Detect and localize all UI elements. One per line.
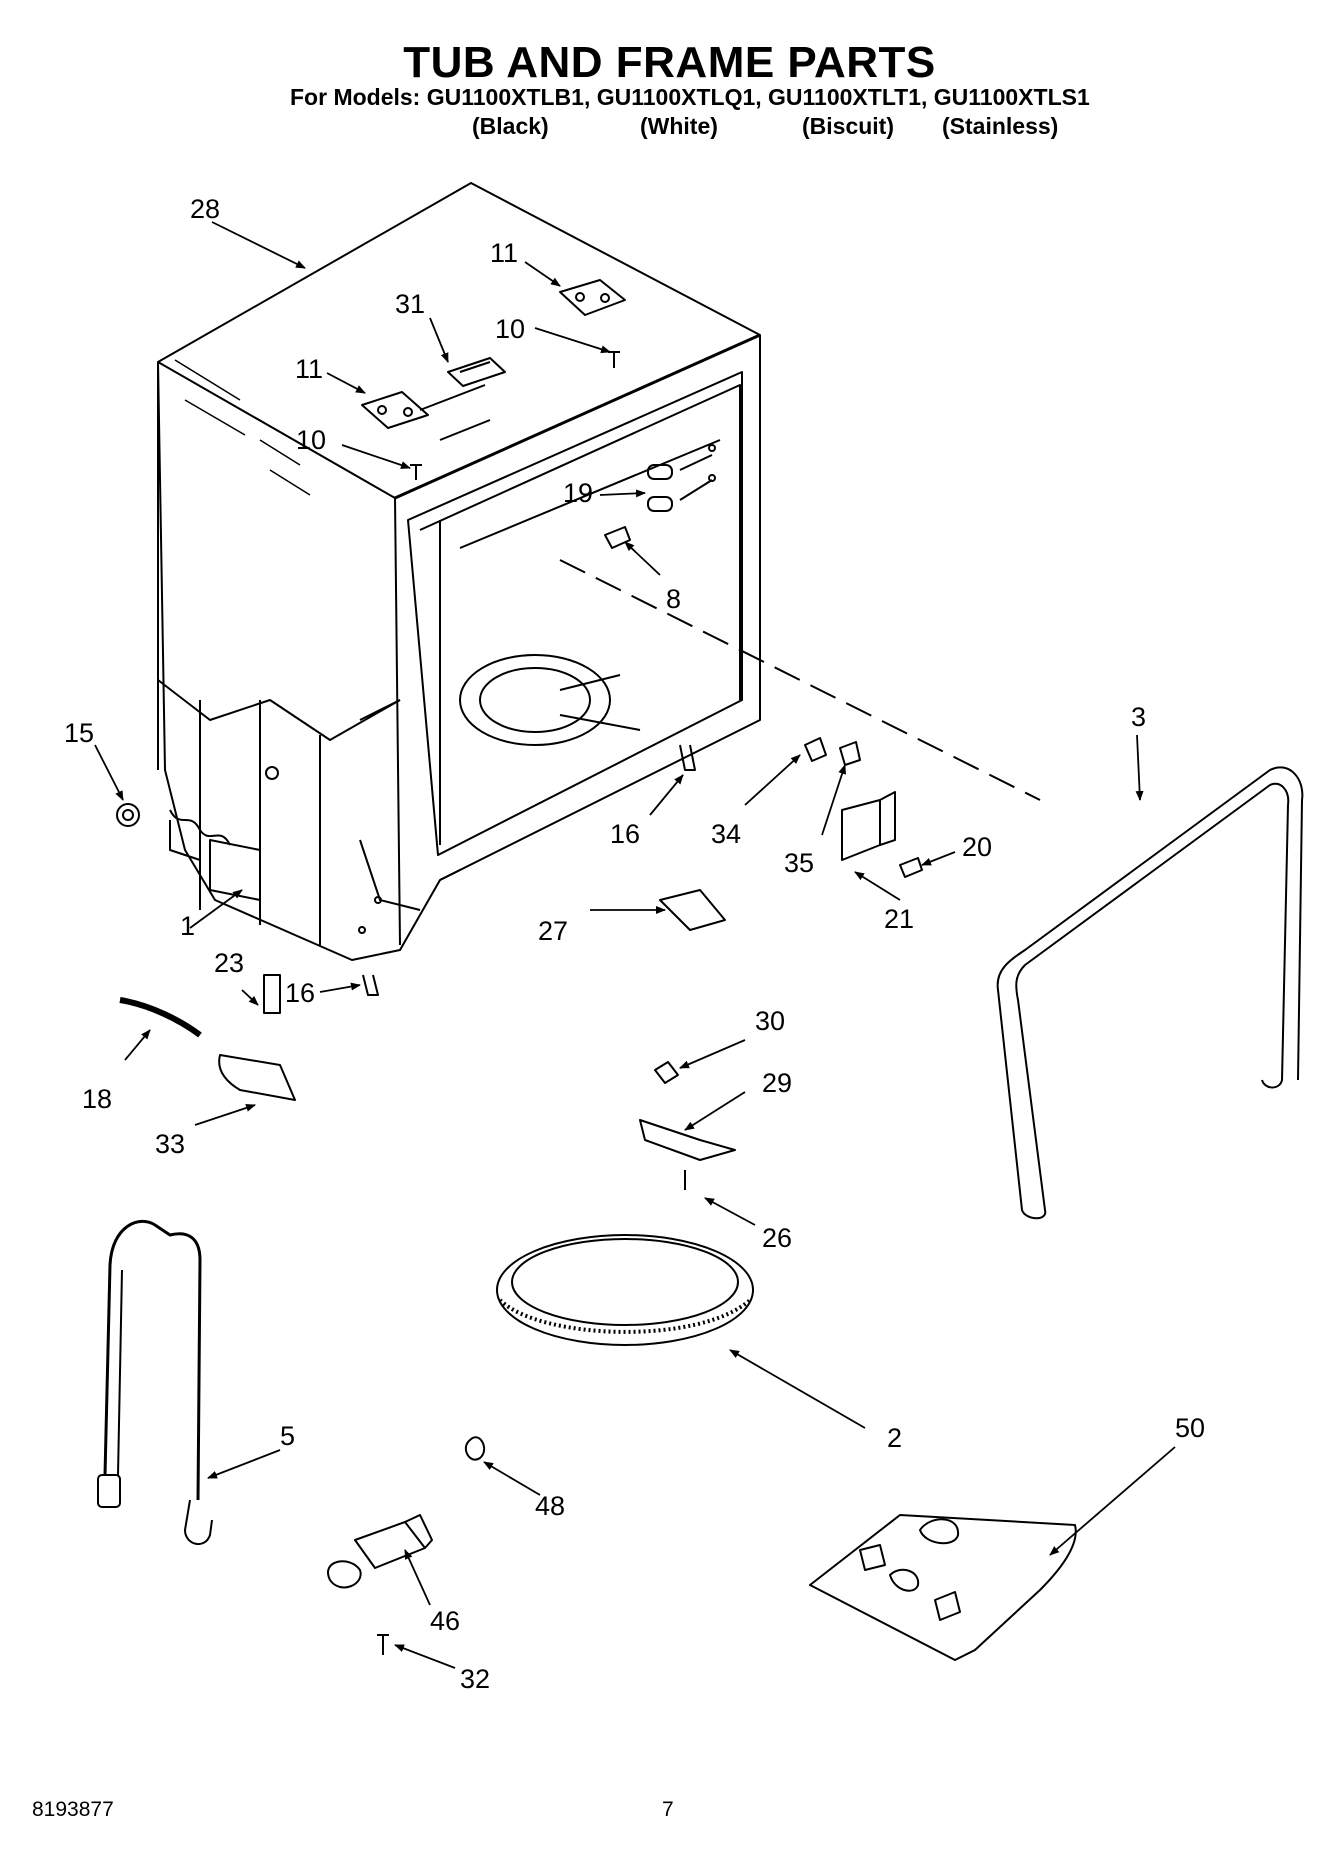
callout-11-upper: 11: [490, 238, 518, 268]
screw-20: [899, 857, 923, 878]
switch-30: [654, 1061, 679, 1084]
leveling-legs: [647, 444, 716, 512]
screw-35: [839, 741, 861, 766]
callout-29: 29: [762, 1068, 792, 1098]
screw-lower: [410, 464, 422, 480]
color-label-white: (White): [640, 113, 718, 139]
document-number: 8193877: [32, 1798, 114, 1821]
grommet-15: [116, 803, 140, 827]
callout-15: 15: [64, 718, 94, 748]
callout-16-upper: 16: [610, 819, 640, 849]
callout-19: 19: [563, 478, 593, 508]
callout-5: 5: [280, 1421, 295, 1451]
callout-26: 26: [762, 1223, 792, 1253]
alignment-line: [559, 559, 1041, 801]
models-line: For Models: GU1100XTLB1, GU1100XTLQ1, GU…: [290, 84, 1090, 110]
screw-32: [377, 1634, 389, 1655]
callout-50: 50: [1175, 1413, 1205, 1443]
wire-harness-5: [97, 1219, 213, 1545]
callout-48: 48: [535, 1491, 565, 1521]
callout-23: 23: [214, 948, 244, 978]
callout-34: 34: [711, 819, 741, 849]
callout-18: 18: [82, 1084, 112, 1114]
callout-21: 21: [884, 904, 914, 934]
callout-1: 1: [180, 911, 195, 941]
strip-23: [263, 974, 281, 1014]
color-label-stainless: (Stainless): [942, 113, 1059, 139]
hose-46: [327, 1514, 433, 1589]
spring-18: [119, 997, 202, 1038]
page-title: TUB AND FRAME PARTS: [403, 38, 936, 87]
callout-11-lower: 11: [295, 354, 323, 384]
sump-gasket-2: [496, 1234, 754, 1346]
callout-10-lower: 10: [296, 425, 326, 455]
pad-33: [218, 1054, 296, 1101]
callout-2: 2: [887, 1423, 902, 1453]
callout-10-upper: 10: [495, 314, 525, 344]
bracket-29: [639, 1119, 736, 1161]
callout-31: 31: [395, 289, 425, 319]
callout-labels: 28 11 31 10 11 10 19 8 3 15 16 34 20 35 …: [64, 194, 1205, 1694]
door-gasket-3: [996, 766, 1304, 1220]
callout-30: 30: [755, 1006, 785, 1036]
callout-8: 8: [666, 584, 681, 614]
color-label-black: (Black): [472, 113, 549, 139]
bracket-21: [841, 791, 896, 861]
top-bracket: [447, 357, 506, 387]
callout-3: 3: [1131, 702, 1146, 732]
stop-34: [804, 737, 827, 762]
screw-8: [604, 526, 631, 549]
parts-bag-50: [809, 1514, 1077, 1661]
callout-32: 32: [460, 1664, 490, 1694]
callout-46: 46: [430, 1606, 460, 1636]
screw-16-lower: [362, 974, 379, 996]
leader-arrows: [94, 221, 1176, 1669]
callout-16-lower: 16: [285, 978, 315, 1008]
callout-35: 35: [784, 848, 814, 878]
page-number: 7: [662, 1798, 674, 1821]
callout-33: 33: [155, 1129, 185, 1159]
callout-28: 28: [190, 194, 220, 224]
color-label-biscuit: (Biscuit): [802, 113, 894, 139]
hinge-bracket-upper: [559, 279, 626, 316]
callout-27: 27: [538, 916, 568, 946]
screw-16-upper: [679, 744, 696, 771]
tub-assembly: [157, 182, 761, 961]
clamp-48: [464, 1436, 486, 1461]
callout-20: 20: [962, 832, 992, 862]
clip-27: [659, 889, 726, 931]
hinge-bracket-lower: [361, 391, 429, 429]
